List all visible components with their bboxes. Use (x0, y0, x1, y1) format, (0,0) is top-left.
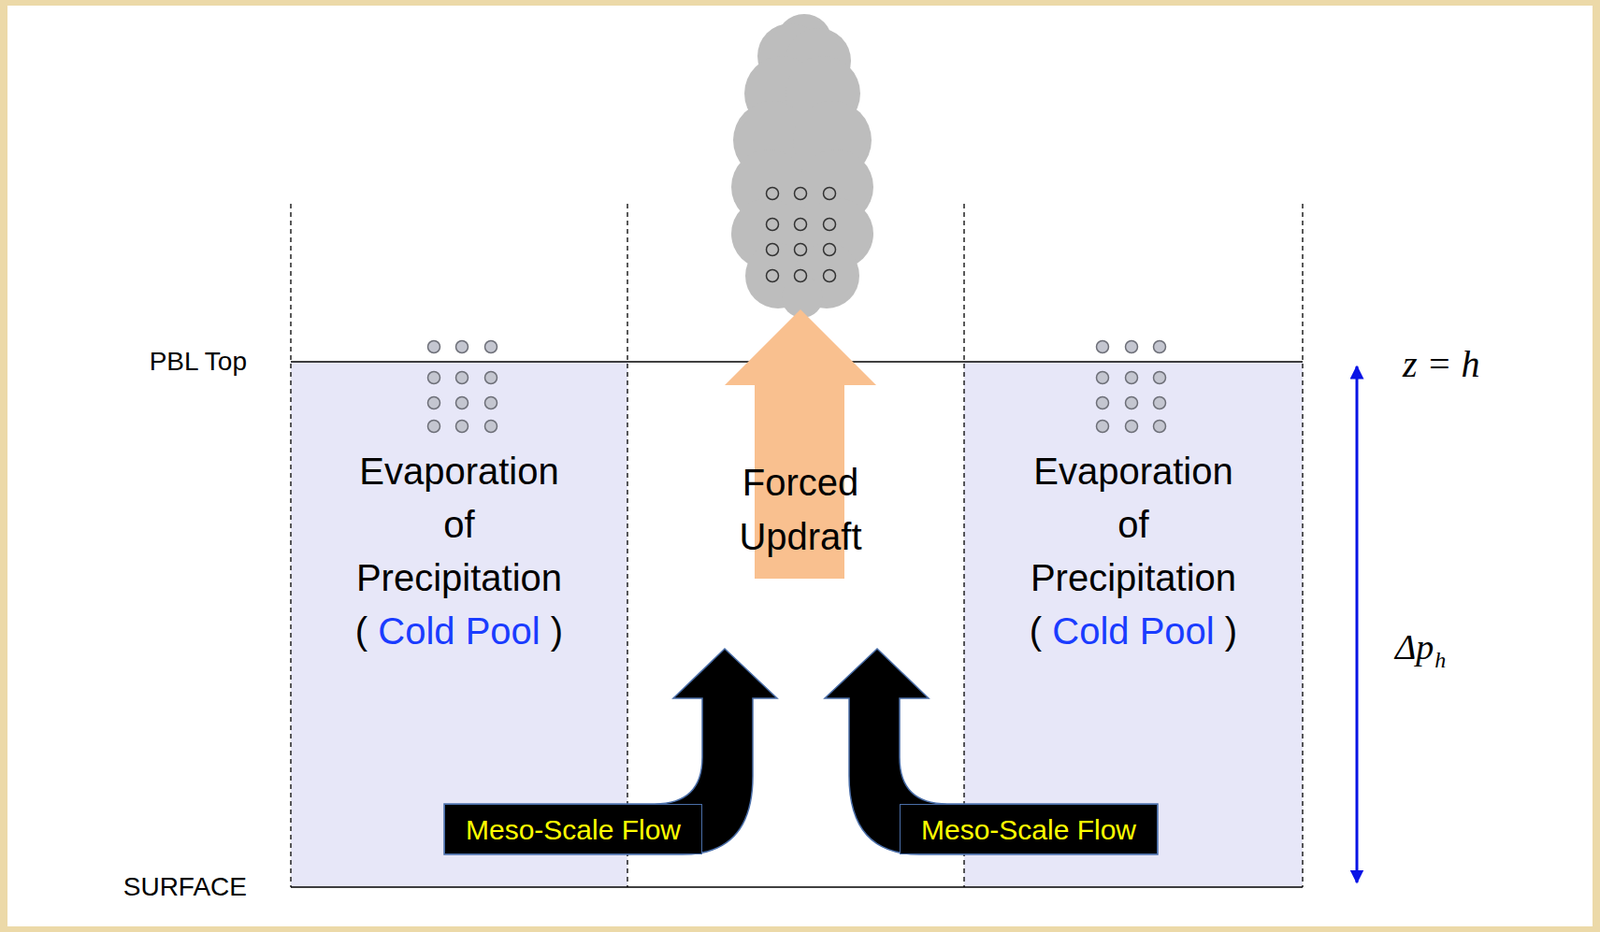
node-text: ( Cold Pool ) (1016, 605, 1251, 659)
accent-text: Cold Pool (377, 610, 540, 652)
pressure-depth-subscript: h (1434, 648, 1446, 675)
column-dividers (290, 203, 1303, 888)
cloud-droplets (766, 187, 837, 283)
flow-label: Meso-Scale Flow (921, 814, 1137, 846)
surface-line (290, 886, 1303, 889)
node-text: Evaporation of Precipitation (342, 445, 577, 606)
node-text: ( Cold Pool ) (342, 605, 577, 659)
node-text: Evaporation of Precipitation (1016, 445, 1251, 606)
level-label: SURFACE (123, 872, 247, 903)
meso-flow-box: Meso-Scale Flow (899, 804, 1158, 855)
updraft-label-box: Forced Updraft (706, 455, 894, 568)
meso-flow-arrow (824, 648, 1158, 855)
flow-label: Meso-Scale Flow (465, 814, 681, 846)
depth-arrow (1355, 366, 1359, 883)
height-symbol: z = h (1402, 343, 1481, 387)
node-text: Forced Updraft (725, 455, 876, 564)
accent-text: Cold Pool (1052, 610, 1214, 652)
level-label: PBL Top (149, 346, 247, 377)
meso-flow-box: Meso-Scale Flow (444, 804, 703, 855)
meso-flow-arrow (444, 648, 778, 855)
cloud (731, 14, 874, 318)
pressure-depth-symbol: Δp (1395, 627, 1434, 669)
updraft-arrow (724, 309, 877, 579)
